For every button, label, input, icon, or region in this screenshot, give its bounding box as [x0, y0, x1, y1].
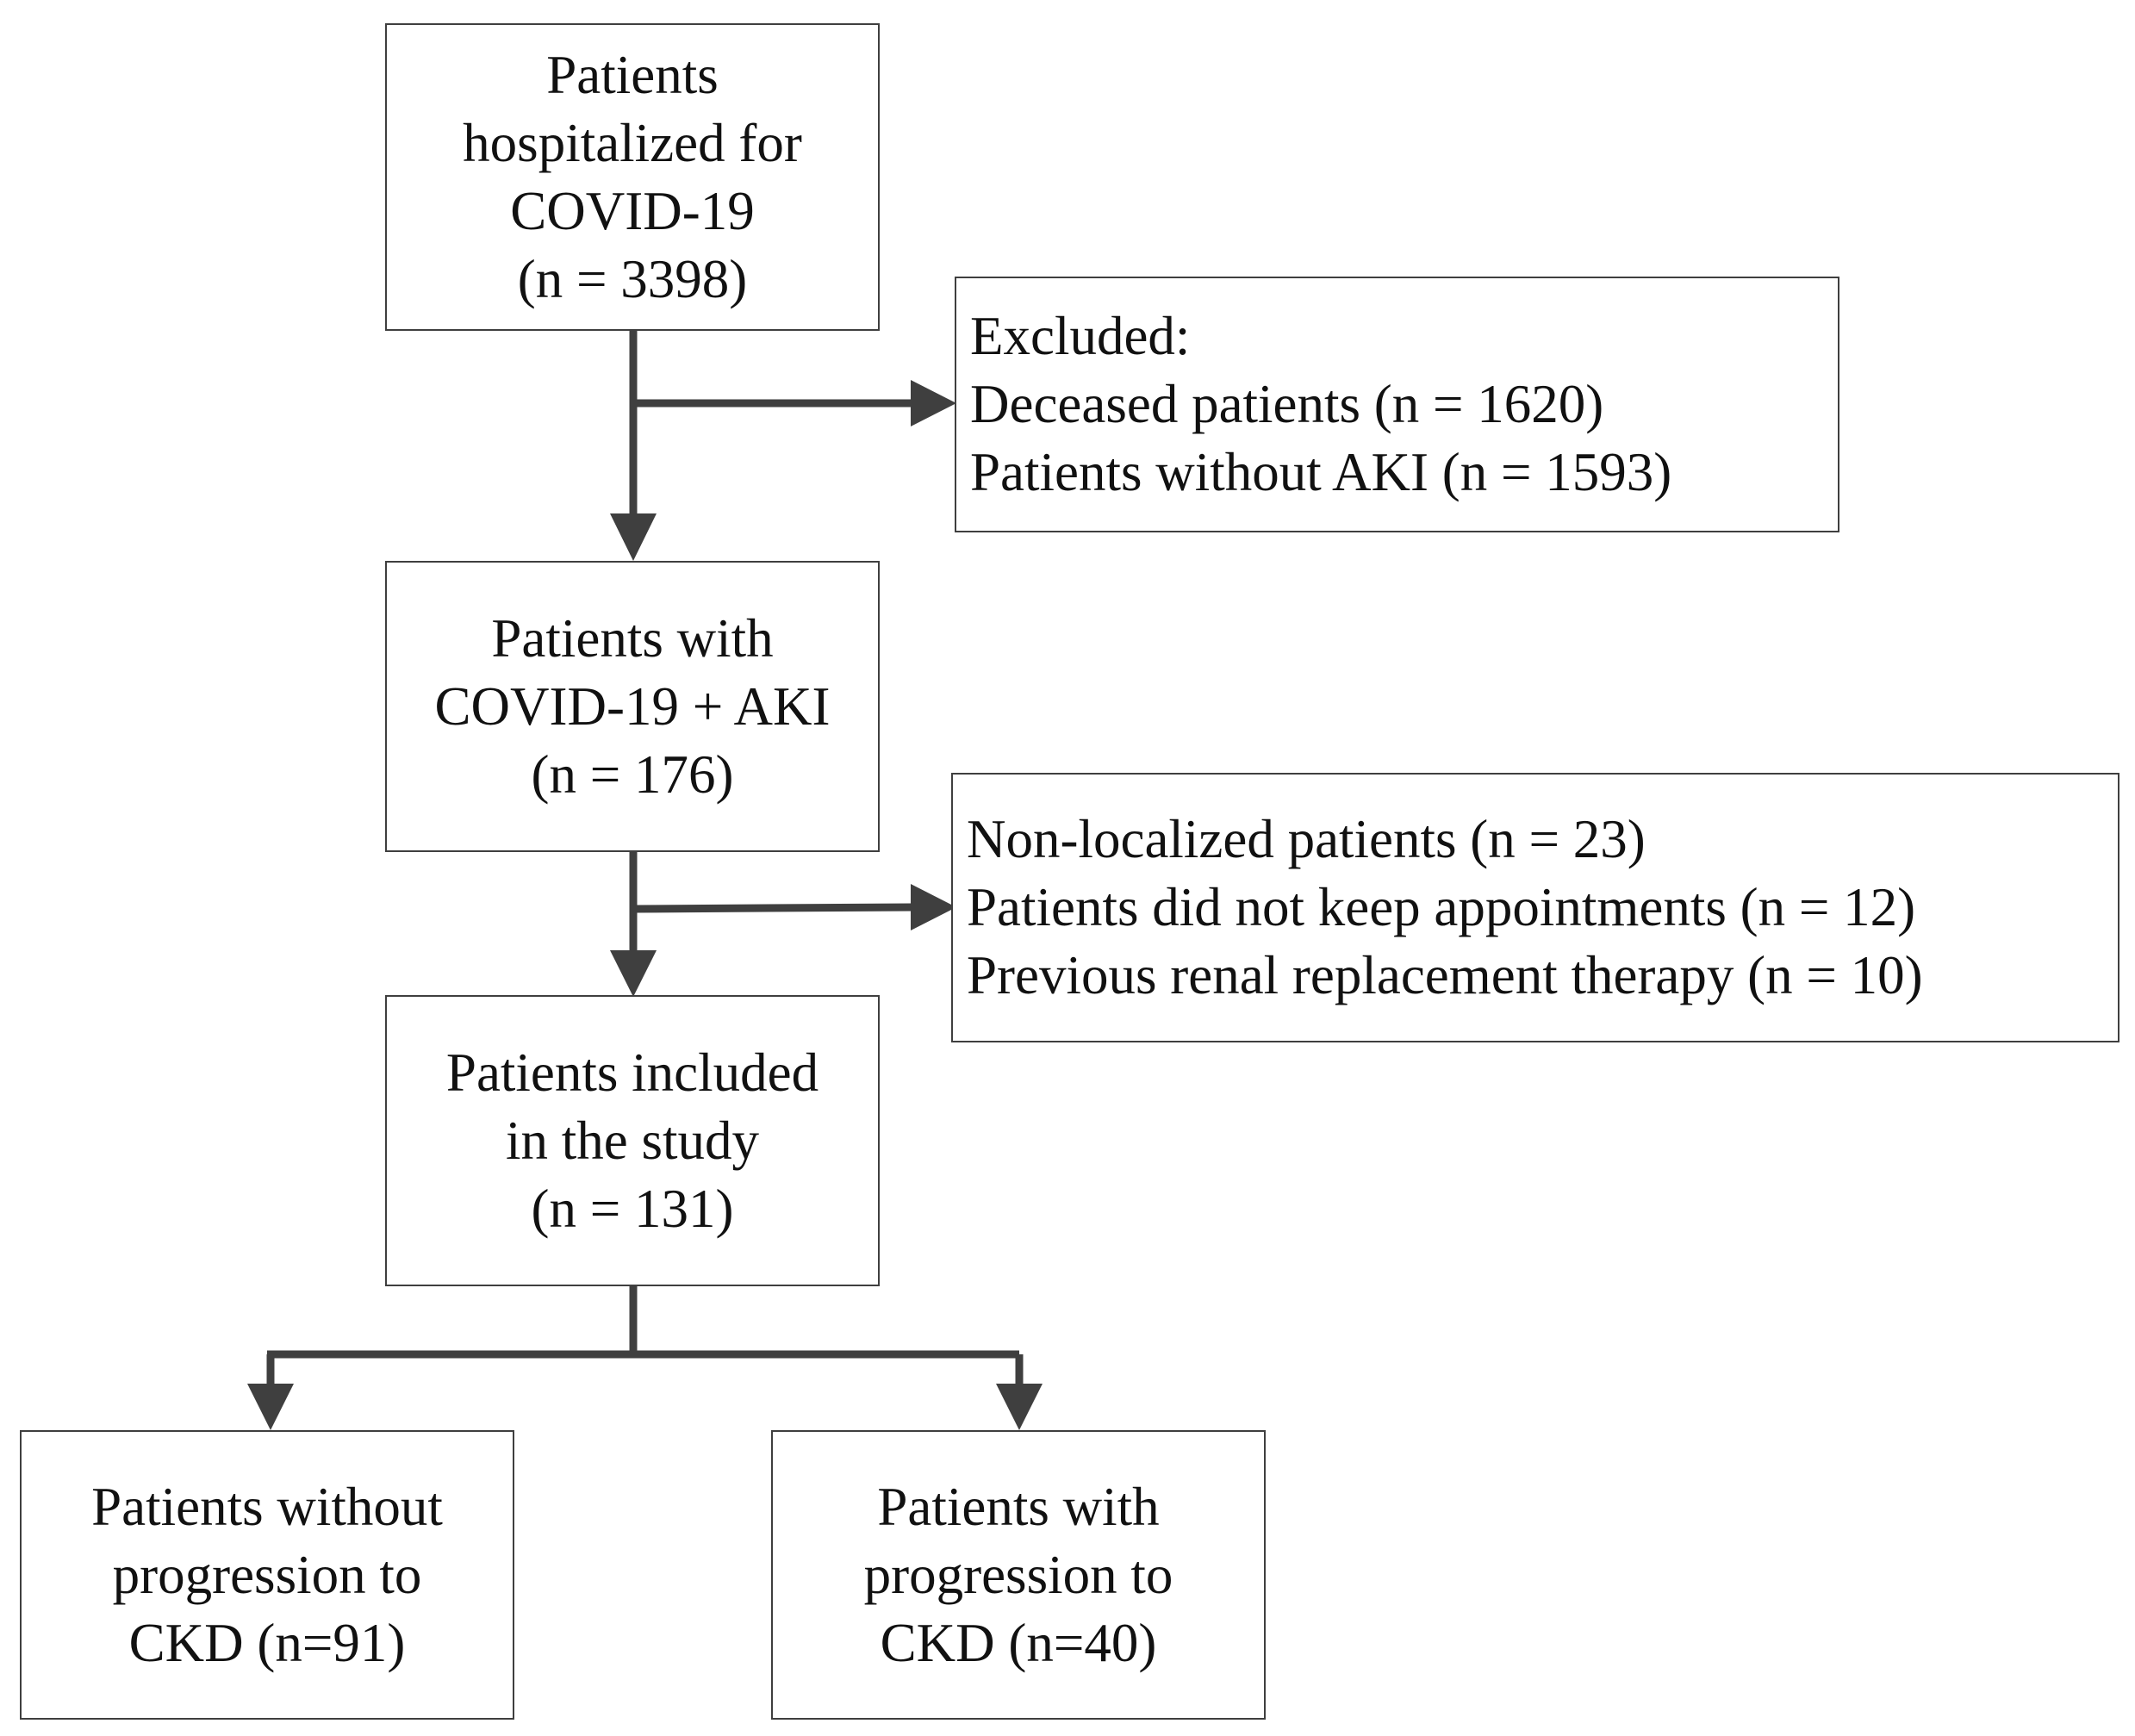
- box-text-line: progression to: [112, 1544, 422, 1605]
- arrowhead-right-excluded-2: [911, 884, 956, 930]
- box-text-line: in the study: [506, 1110, 759, 1171]
- box-text-line: Patients: [546, 44, 719, 105]
- arrowhead-down-included: [610, 950, 657, 997]
- box-text-line: (n = 131): [531, 1178, 734, 1239]
- box-text-line: COVID-19: [510, 180, 755, 241]
- box-text-line: Patients without AKI (n = 1593): [970, 442, 1672, 502]
- box-text-line: Deceased patients (n = 1620): [970, 374, 1604, 434]
- box-text-line: CKD (n=40): [880, 1612, 1157, 1673]
- arrowhead-down-middle: [610, 513, 657, 561]
- box-patients-included: Patients included in the study (n = 131): [385, 995, 880, 1286]
- box-text-line: Patients with: [877, 1476, 1160, 1537]
- box-text-line: Excluded:: [970, 306, 1191, 366]
- arrowhead-right-excluded-1: [911, 380, 956, 426]
- box-patients-without-progression: Patients without progression to CKD (n=9…: [20, 1430, 514, 1720]
- box-patients-with-progression: Patients with progression to CKD (n=40): [771, 1430, 1266, 1720]
- box-patients-covid-aki: Patients with COVID-19 + AKI (n = 176): [385, 561, 880, 852]
- box-text-line: Patients without: [91, 1476, 443, 1537]
- box-text-line: CKD (n=91): [128, 1612, 406, 1673]
- box-text-line: progression to: [863, 1544, 1173, 1605]
- arrowhead-down-right-bottom: [996, 1384, 1043, 1430]
- box-patients-hospitalized: Patients hospitalized for COVID-19 (n = …: [385, 23, 880, 331]
- box-text-line: Non-localized patients (n = 23): [967, 809, 1646, 869]
- connector-to-excluded-2: [632, 903, 914, 913]
- box-text-line: hospitalized for: [463, 112, 802, 173]
- box-text-line: Patients with: [491, 607, 774, 669]
- box-text-line: Previous renal replacement therapy (n = …: [967, 945, 1923, 1005]
- box-text-line: Patients included: [445, 1042, 819, 1103]
- box-text-line: COVID-19 + AKI: [434, 675, 831, 737]
- box-text-line: Patients did not keep appointments (n = …: [967, 877, 1916, 937]
- box-text-line: (n = 3398): [517, 248, 748, 309]
- box-text-line: (n = 176): [531, 744, 734, 805]
- box-excluded-1: Excluded: Deceased patients (n = 1620) P…: [955, 277, 1839, 532]
- box-excluded-2: Non-localized patients (n = 23) Patients…: [951, 773, 2119, 1042]
- arrowhead-down-left-bottom: [247, 1384, 294, 1430]
